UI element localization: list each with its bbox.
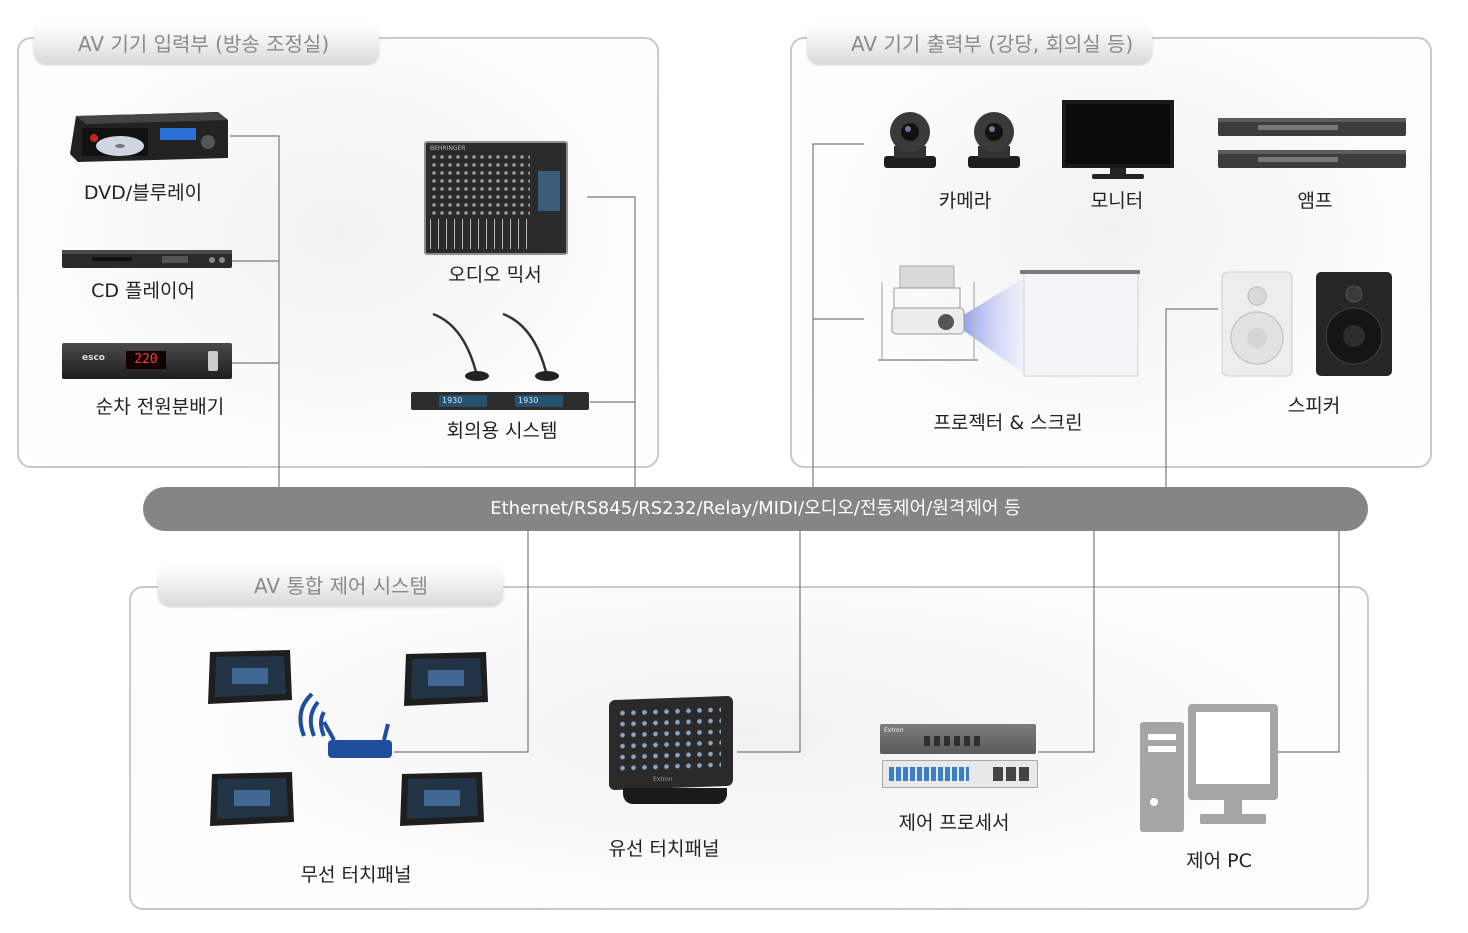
- audio-mixer-device: BEHRINGER: [424, 141, 568, 255]
- camera-icon: [884, 112, 1020, 168]
- wired-touch-panel-device: Extron: [605, 695, 733, 808]
- line-camera: [812, 143, 864, 487]
- processor-rj45-icon: [993, 767, 1031, 781]
- speaker-icon: [1221, 271, 1392, 377]
- wireless-panel-label: 무선 터치패널: [300, 864, 412, 886]
- power-display: 220: [126, 351, 166, 369]
- line-wired: [737, 531, 801, 753]
- dvd-label: DVD/블루레이: [83, 182, 203, 204]
- line-processor: [1038, 531, 1095, 753]
- power-distributor-device: esco 220: [62, 343, 232, 379]
- control-processor-device: Extron: [880, 724, 1038, 790]
- conference-display-2: 1930: [515, 395, 563, 407]
- monitor-label: 모니터: [1090, 190, 1144, 212]
- power-label: 순차 전원분배기: [95, 396, 225, 418]
- processor-brand: Extron: [884, 727, 904, 734]
- amp-label: 앰프: [1297, 190, 1333, 212]
- processor-label: 제어 프로세서: [898, 812, 1010, 834]
- processor-ports-icon: [924, 736, 984, 746]
- conference-display-1: 1930: [439, 395, 487, 407]
- line-wireless: [394, 531, 529, 753]
- communication-bus: Ethernet/RS845/RS232/Relay/MIDI/오디오/전동제어…: [143, 487, 1368, 531]
- input-section-title: AV 기기 입력부 (방송 조정실): [34, 24, 379, 64]
- pc-label: 제어 PC: [1186, 850, 1252, 872]
- power-switch-icon: [208, 351, 218, 371]
- wired-panel-screen-icon: [617, 704, 721, 776]
- power-brand: esco: [82, 353, 105, 363]
- conference-receiver-device: 1930 1930: [411, 392, 589, 410]
- output-section-title: AV 기기 출력부 (강당, 회의실 등): [807, 24, 1152, 64]
- dvd-player-icon: [70, 112, 228, 162]
- conference-label: 회의용 시스템: [446, 420, 558, 442]
- wired-panel-label: 유선 터치패널: [608, 838, 720, 860]
- amplifier-icon: [1218, 118, 1406, 168]
- mixer-label: 오디오 믹서: [448, 264, 542, 286]
- control-pc-icon: [1140, 704, 1278, 832]
- control-section-title: AV 통합 제어 시스템: [158, 566, 503, 606]
- mixer-faders-icon: [430, 219, 534, 249]
- projector-label: 프로젝터 & 스크린: [933, 412, 1083, 434]
- line-mixer: [587, 196, 636, 487]
- speaker-label: 스피커: [1287, 395, 1341, 417]
- processor-top-unit: Extron: [880, 724, 1036, 754]
- monitor-icon: [1062, 100, 1174, 179]
- cd-label: CD 플레이어: [91, 280, 195, 302]
- camera-label: 카메라: [938, 190, 992, 212]
- mixer-brand: BEHRINGER: [430, 145, 466, 152]
- mixer-knobs-icon: [430, 153, 530, 215]
- wireless-touch-panel-icon: [208, 650, 488, 826]
- conference-mics-icon: [432, 312, 559, 381]
- line-dvd: [230, 135, 280, 487]
- projector-screen-icon: [878, 265, 1140, 377]
- processor-terminals-icon: [889, 767, 969, 781]
- wired-panel-stand-icon: [623, 788, 727, 804]
- wired-panel-brand: Extron: [653, 776, 673, 783]
- line-pc: [1278, 531, 1340, 753]
- mixer-screen-icon: [538, 171, 560, 211]
- cd-player-icon: [62, 250, 232, 268]
- line-speaker: [1165, 308, 1218, 487]
- processor-bottom-unit: [882, 760, 1038, 788]
